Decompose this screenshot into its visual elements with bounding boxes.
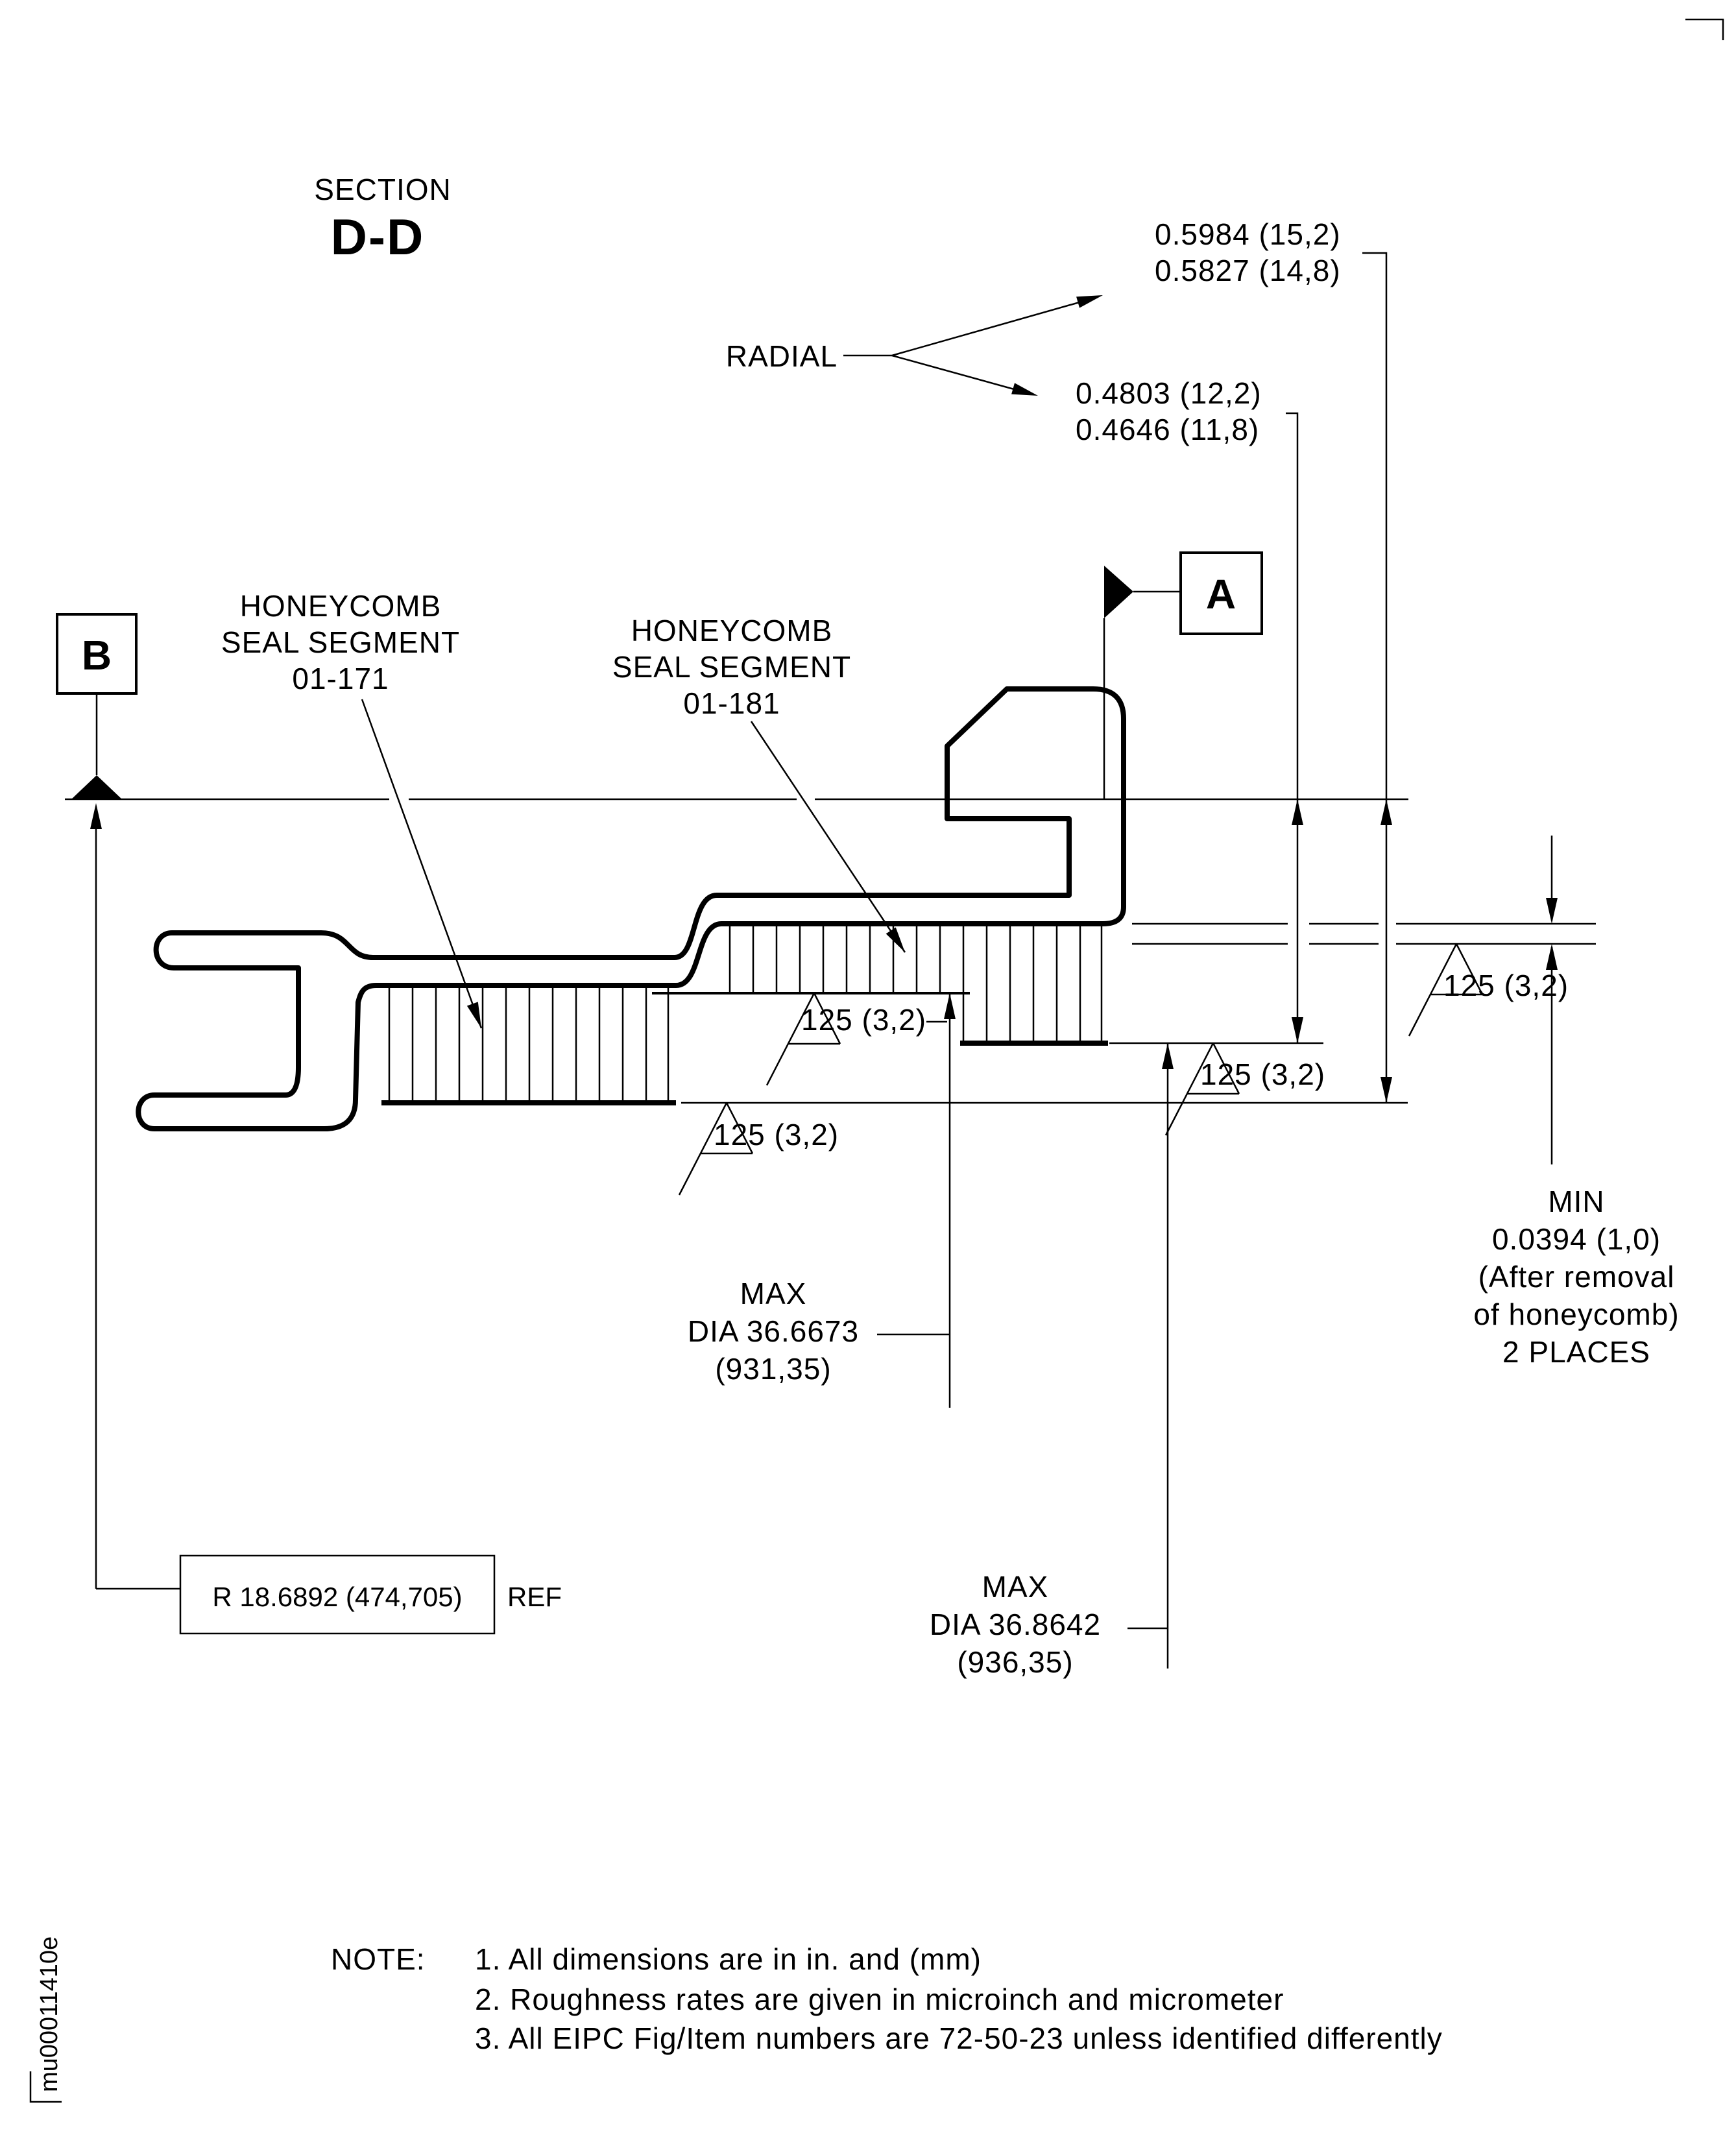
min-line-4: of honeycomb) bbox=[1473, 1297, 1679, 1331]
honeycomb-01-181 bbox=[652, 924, 1108, 1046]
svg-text:SEAL SEGMENT: SEAL SEGMENT bbox=[612, 650, 851, 684]
roughness-callout-far-right: 125 (3,2) bbox=[1408, 943, 1569, 1037]
radial-lower-value-1: 0.4803 (12,2) bbox=[1076, 376, 1262, 410]
figure-id-watermark: mu00011410e bbox=[36, 1936, 63, 2092]
min-line-1: MIN bbox=[1548, 1185, 1604, 1218]
radial-upper-value-1: 0.5984 (15,2) bbox=[1155, 217, 1341, 251]
datum-b-letter: B bbox=[82, 632, 112, 679]
roughness-callout-mid: 125 (3,2) bbox=[766, 993, 947, 1086]
radius-ref-dim: R 18.6892 (474,705) REF bbox=[90, 803, 562, 1635]
svg-text:HONEYCOMB: HONEYCOMB bbox=[240, 589, 442, 623]
seal-segment-cross-section bbox=[136, 686, 1126, 1131]
honeycomb-01-171 bbox=[381, 985, 676, 1105]
svg-text:SEAL SEGMENT: SEAL SEGMENT bbox=[221, 625, 460, 659]
svg-text:HONEYCOMB: HONEYCOMB bbox=[631, 614, 833, 647]
svg-text:01-171: 01-171 bbox=[292, 662, 389, 695]
datum-b: B bbox=[56, 613, 138, 799]
max-dia-1-line-2: DIA 36.6673 bbox=[688, 1314, 859, 1348]
after-removal-lines bbox=[1132, 922, 1596, 945]
note-item-2: 2. Roughness rates are given in microinc… bbox=[475, 1982, 1284, 2016]
radial-upper-value-2: 0.5827 (14,8) bbox=[1155, 254, 1341, 287]
section-label: SECTION bbox=[314, 173, 451, 206]
radius-ref-value: R 18.6892 (474,705) bbox=[212, 1582, 462, 1612]
label-seal-segment-01-181: HONEYCOMB SEAL SEGMENT 01-181 bbox=[612, 614, 910, 956]
max-dia-2-line-1: MAX bbox=[982, 1570, 1049, 1604]
roughness-callout-far-right-value: 125 (3,2) bbox=[1443, 969, 1569, 1002]
min-line-2: 0.0394 (1,0) bbox=[1492, 1222, 1661, 1256]
svg-text:01-181: 01-181 bbox=[683, 686, 780, 720]
datum-a-triangle bbox=[1104, 566, 1133, 618]
notes-heading: NOTE: bbox=[331, 1942, 426, 1976]
min-line-5: 2 PLACES bbox=[1502, 1335, 1650, 1369]
max-dia-1-line-3: (931,35) bbox=[715, 1352, 831, 1386]
datum-b-triangle bbox=[71, 775, 122, 799]
max-dia-36-8642-dim: MAX DIA 36.8642 (936,35) bbox=[930, 1043, 1174, 1679]
note-item-3: 3. All EIPC Fig/Item numbers are 72-50-2… bbox=[475, 2021, 1443, 2055]
page-corner-mark-bottom-left bbox=[29, 2071, 62, 2103]
roughness-callout-mid-value: 125 (3,2) bbox=[801, 1003, 926, 1037]
radius-ref-box bbox=[179, 1554, 496, 1635]
radial-dim-0-4803 bbox=[1286, 412, 1303, 1043]
radius-ref-suffix: REF bbox=[507, 1582, 562, 1612]
page-corner-mark-top-right bbox=[1685, 18, 1724, 40]
section-id: D-D bbox=[331, 208, 425, 265]
radial-lower-value-2: 0.4646 (11,8) bbox=[1076, 413, 1259, 446]
max-dia-2-line-3: (936,35) bbox=[957, 1645, 1073, 1679]
roughness-callout-right-mid: 125 (3,2) bbox=[1164, 1042, 1325, 1136]
radial-dim-0-5984 bbox=[1362, 252, 1392, 1103]
label-seal-segment-01-171: HONEYCOMB SEAL SEGMENT 01-171 bbox=[221, 589, 487, 1031]
datum-a-letter: A bbox=[1206, 571, 1236, 618]
min-line-3: (After removal bbox=[1478, 1260, 1675, 1294]
roughness-callout-lower-left-value: 125 (3,2) bbox=[714, 1118, 839, 1151]
datum-a: A bbox=[1103, 551, 1263, 799]
roughness-callout-right-mid-value: 125 (3,2) bbox=[1200, 1057, 1325, 1091]
radial-callout: RADIAL 0.5984 (15,2) 0.5827 (14,8) 0.480… bbox=[726, 217, 1341, 446]
max-dia-1-line-1: MAX bbox=[740, 1277, 807, 1310]
datum-a-box bbox=[1179, 551, 1263, 635]
note-item-1: 1. All dimensions are in in. and (mm) bbox=[475, 1942, 982, 1976]
max-dia-2-line-2: DIA 36.8642 bbox=[930, 1608, 1101, 1641]
max-dia-36-6673-dim: MAX DIA 36.6673 (931,35) bbox=[688, 993, 956, 1408]
radial-label: RADIAL bbox=[726, 339, 838, 373]
notes-block: NOTE: 1. All dimensions are in in. and (… bbox=[331, 1942, 1443, 2055]
min-thickness-dim: MIN 0.0394 (1,0) (After removal of honey… bbox=[1473, 836, 1679, 1369]
roughness-callout-lower-left: 125 (3,2) bbox=[678, 1102, 839, 1196]
